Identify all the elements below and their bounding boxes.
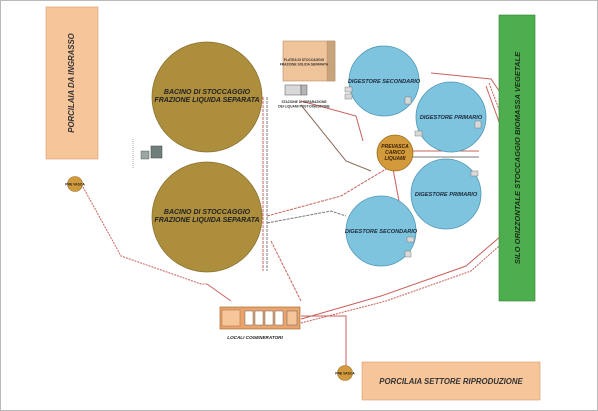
pipe-network [82, 72, 512, 369]
silo-label: SILO ORIZZONTALE STOCCAGGIO BIOMASSA VEG… [513, 51, 522, 264]
storage-tank-upper-label-1: BACINO DI STOCCAGGIO [164, 89, 251, 96]
digester-secondary-bottom: DIGESTORE SECONDARIO [345, 195, 418, 267]
digester-primary-top-label: DIGESTORE PRIMARIO [420, 115, 483, 121]
digester-primary-top: DIGESTORE PRIMARIO [415, 81, 487, 153]
pre-vasca-bottom-label: PRE VASCA [335, 372, 355, 376]
pipe-lower-tank-to-prevasca [266, 168, 387, 217]
prevasca-label-2: CARICO [385, 150, 405, 156]
digester-primary-bottom-label: DIGESTORE PRIMARIO [415, 192, 478, 198]
separation-station-label-2: DEI LIQUAMI POST-DIGESTIONE [278, 105, 330, 109]
locali-cogeneratori: LOCALI COGENERATORI [219, 306, 301, 340]
prevasca-label-3: LIQUAMI [384, 156, 406, 162]
storage-tank-upper: BACINO DI STOCCAGGIO FRAZIONE LIQUIDA SE… [151, 41, 263, 153]
silo-biomassa: SILO ORIZZONTALE STOCCAGGIO BIOMASSA VEG… [498, 14, 536, 302]
porcilaia-riproduzione-building: PORCILAIA SETTORE RIPRODUZIONE [361, 361, 541, 401]
platform-label-2: FRAZIONE SOLIDA SEPARATA [280, 63, 329, 67]
prevasca-carico-liquami: PREVASCA CARICO LIQUAMI [376, 134, 414, 172]
digester-secondary-top-label: DIGESTORE SECONDARIO [348, 79, 421, 85]
pre-vasca-left-label: PRE VASCA [65, 183, 85, 187]
digester-secondary-top: DIGESTORE SECONDARIO [348, 45, 421, 117]
cogenerator-units [244, 310, 284, 326]
pre-vasca-bottom: PRE VASCA [335, 365, 355, 381]
prevasca-label-1: PREVASCA [381, 144, 409, 150]
storage-tank-lower-label-1: BACINO DI STOCCAGGIO [164, 209, 251, 216]
digester-secondary-bottom-label: DIGESTORE SECONDARIO [345, 229, 418, 235]
pipe-tank-to-locali [206, 283, 232, 302]
pipe-lower-tank-to-digester [266, 210, 347, 224]
pump-station [132, 139, 163, 169]
digester-equipment [344, 86, 482, 258]
storage-tank-upper-label-2: FRAZIONE LIQUIDA SEPARATA [154, 97, 259, 104]
platform-label-1: PLATEA DI STOCCAGGIO [284, 58, 325, 62]
digester-primary-bottom: DIGESTORE PRIMARIO [410, 158, 482, 230]
pipe-diag-to-locali [270, 240, 302, 302]
storage-tank-lower-label-2: FRAZIONE LIQUIDA SEPARATA [154, 217, 259, 224]
separation-station: STAZIONE DI SEPARAZIONE DEI LIQUAMI POST… [278, 84, 331, 109]
porcilaia-riproduzione-label: PORCILAIA SETTORE RIPRODUZIONE [379, 377, 523, 386]
separation-station-label-1: STAZIONE DI SEPARAZIONE [281, 100, 327, 104]
pipe-locali-to-bottom-prevasca [301, 315, 347, 369]
pipe-separation-to-digester [300, 100, 364, 142]
porcilaia-ingrasso-building: PORCILAIA DA INGRASSO [45, 6, 99, 160]
storage-platform: PLATEA DI STOCCAGGIO FRAZIONE SOLIDA SEP… [280, 40, 336, 82]
porcilaia-ingrasso-label: PORCILAIA DA INGRASSO [67, 33, 76, 133]
locali-cogeneratori-label: LOCALI COGENERATORI [227, 335, 283, 340]
storage-tank-lower: BACINO DI STOCCAGGIO FRAZIONE LIQUIDA SE… [151, 161, 263, 273]
pipe-separation-to-digester-2 [300, 104, 372, 172]
pre-vasca-left: PRE VASCA [65, 176, 85, 192]
pipe-prevasca-to-lower-tank [82, 186, 207, 285]
